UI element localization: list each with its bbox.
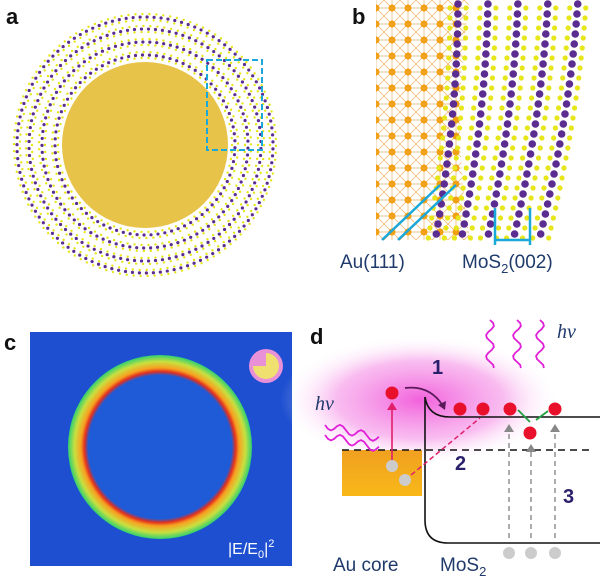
au-spacing-marker: [381, 184, 457, 241]
mos2-label: MoS2: [440, 555, 486, 576]
step-3-label: 3: [563, 486, 574, 508]
panel-a: a: [6, 4, 278, 278]
au111-label: Au(111): [340, 252, 405, 273]
panel-label-b: b: [352, 4, 365, 29]
valence-band-line: [424, 397, 600, 544]
step-1-label: 1: [432, 357, 443, 379]
au-core-label: Au core: [333, 555, 398, 576]
panel-label-c: c: [4, 330, 16, 355]
hot-electron-injection-arrow: [404, 386, 444, 407]
panel-label-a: a: [6, 4, 19, 29]
panel-c: c |E/E0|2: [4, 330, 292, 566]
core-cutaway: [253, 353, 279, 379]
plasmon-glow: [280, 335, 560, 465]
photon-label-left: hν: [315, 393, 334, 415]
mos2-002-label: MoS2(002): [462, 252, 553, 276]
excitation-arrowhead: [387, 402, 397, 410]
interband-arrows: [508, 430, 556, 538]
zoom-region-box: [206, 59, 263, 151]
panel-label-d: d: [310, 324, 323, 349]
injection-arrowhead: [438, 401, 446, 410]
transfer-arrows-green: [517, 409, 549, 423]
mos2-spacing-marker: [493, 208, 532, 245]
au-fermi-box: [342, 450, 422, 496]
conduction-band-line: [424, 396, 600, 418]
arrowheads-gray: [504, 424, 560, 452]
field-intensity-label: |E/E0|2: [228, 538, 274, 561]
au-lattice: [376, 0, 470, 240]
light-waves: [324, 319, 545, 452]
direct-transfer-arrow: [404, 417, 481, 481]
panel-b: b Au(111) MoS2(002): [340, 0, 589, 276]
electrons: [385, 386, 562, 440]
field-inner: [88, 375, 232, 519]
mos2-shell-rings: [12, 12, 278, 278]
step-2-label: 2: [455, 453, 466, 475]
au-core-circle: [62, 62, 228, 228]
holes: [386, 460, 561, 559]
photon-label-right: hν: [557, 321, 576, 343]
panel-d: d 1 2 3 hν hν Au core MoS2: [280, 319, 600, 576]
